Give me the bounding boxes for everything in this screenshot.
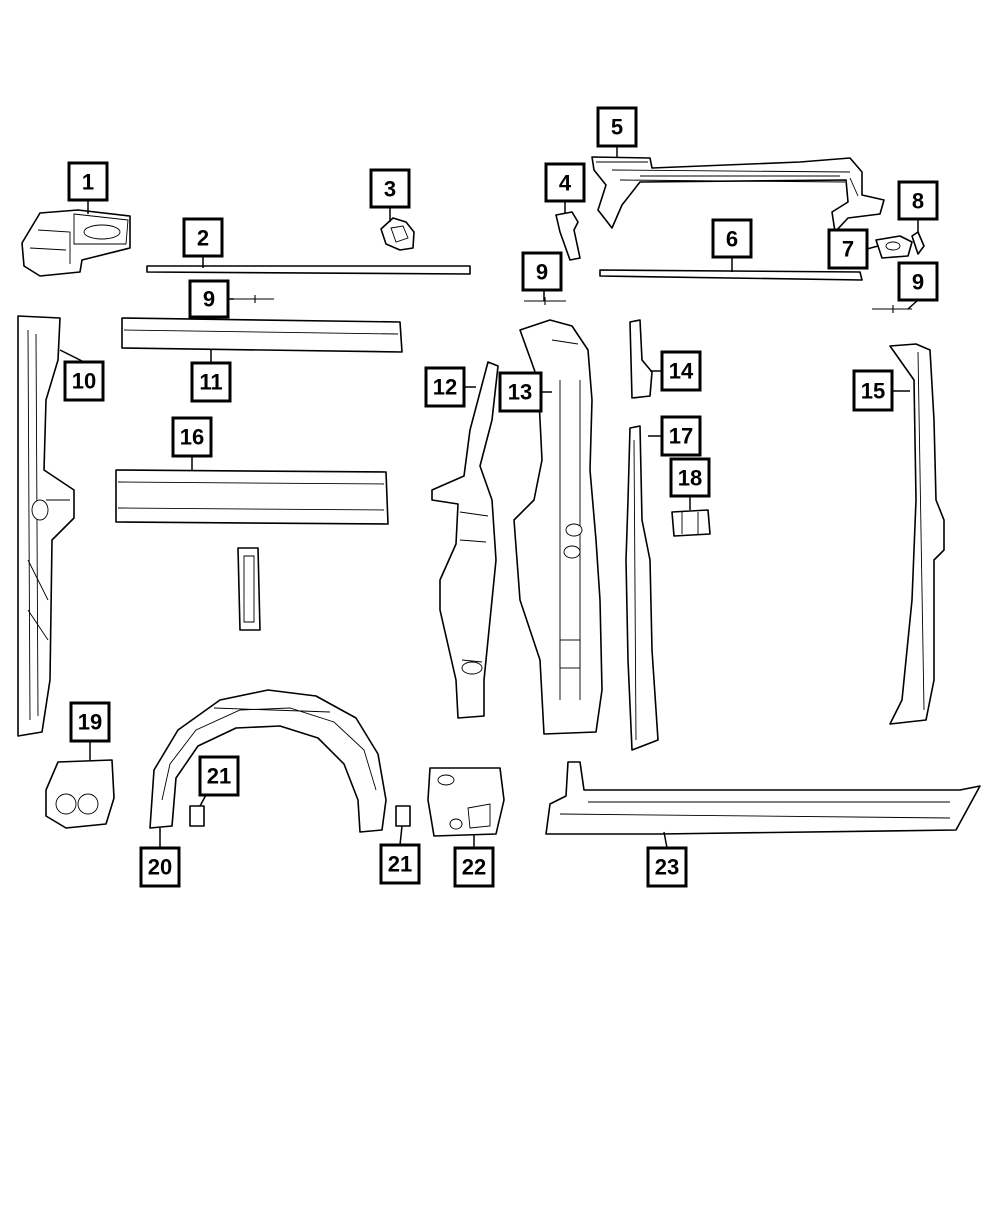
callout-9-right-label: 9 <box>912 270 924 295</box>
callout-7-label: 7 <box>842 237 854 262</box>
callout-19: 19 <box>69 701 111 743</box>
callout-22-label: 22 <box>462 855 486 880</box>
part-22-drawing <box>427 767 505 837</box>
part-18-drawing <box>671 509 711 537</box>
part-1-drawing <box>21 209 131 277</box>
callout-8: 8 <box>897 180 939 221</box>
callout-1: 1 <box>67 161 109 202</box>
callout-6-label: 6 <box>726 227 738 252</box>
part-10-drawing <box>17 315 75 737</box>
callout-8-label: 8 <box>912 189 924 214</box>
part-15-drawing <box>889 343 945 725</box>
callout-10: 10 <box>63 360 105 402</box>
part-13-drawing <box>513 319 603 735</box>
part-16-drawing <box>115 469 389 525</box>
callout-17: 17 <box>660 415 702 457</box>
callout-12-label: 12 <box>433 375 457 400</box>
part-3-drawing <box>380 217 415 251</box>
callout-20-label: 20 <box>148 855 172 880</box>
callout-9-left-label: 9 <box>203 287 215 312</box>
callout-7: 7 <box>827 228 869 270</box>
callout-6: 6 <box>711 218 753 259</box>
part-23-drawing <box>545 761 981 835</box>
callout-16-label: 16 <box>180 425 204 450</box>
callout-5: 5 <box>596 106 638 148</box>
callout-21-left: 21 <box>198 755 240 797</box>
callout-9-left: 9 <box>188 279 230 319</box>
callout-13: 13 <box>498 371 543 413</box>
callout-10-label: 10 <box>72 369 96 394</box>
callout-3: 3 <box>369 168 411 209</box>
callout-9-center-label: 9 <box>536 260 548 285</box>
callout-19-label: 19 <box>78 710 102 735</box>
callout-5-label: 5 <box>611 115 623 140</box>
part-8-drawing <box>911 231 925 255</box>
callout-4-label: 4 <box>559 171 572 196</box>
part-11-drawing <box>121 317 403 353</box>
callout-15: 15 <box>852 369 894 412</box>
part-19-drawing <box>45 759 115 829</box>
callout-2-label: 2 <box>197 226 209 251</box>
part-7-drawing <box>875 235 913 259</box>
callout-16: 16 <box>171 416 213 458</box>
callout-4: 4 <box>544 162 586 203</box>
reinforcement-drawing <box>237 547 261 631</box>
callout-14-label: 14 <box>669 359 694 384</box>
part-21-patch-drawings <box>189 805 411 827</box>
callout-2: 2 <box>182 217 224 258</box>
callout-11: 11 <box>190 361 232 403</box>
callout-11-label: 11 <box>199 370 222 395</box>
part-20-drawing <box>149 689 387 833</box>
part-6-drawing <box>599 269 863 281</box>
callout-18: 18 <box>669 457 711 498</box>
callout-14: 14 <box>660 350 702 392</box>
part-17-drawing <box>625 425 659 751</box>
part-2-drawing <box>146 265 471 275</box>
part-12-drawing <box>431 361 499 719</box>
callout-9-center: 9 <box>521 251 563 292</box>
callout-1-label: 1 <box>82 170 94 195</box>
callout-15-label: 15 <box>861 379 885 404</box>
callout-23-label: 23 <box>655 855 679 880</box>
part-9-fastener-drawings <box>234 295 912 313</box>
part-4-drawing <box>555 211 581 261</box>
callout-20: 20 <box>139 846 181 888</box>
callout-18-label: 18 <box>678 466 702 491</box>
callout-17-label: 17 <box>669 424 693 449</box>
callout-21-right: 21 <box>379 843 421 885</box>
callout-21-left-label: 21 <box>207 764 231 789</box>
callout-12: 12 <box>424 366 466 408</box>
callout-21-right-label: 21 <box>388 852 412 877</box>
callout-22: 22 <box>453 846 495 888</box>
part-14-drawing <box>629 319 653 399</box>
callout-23: 23 <box>646 846 688 888</box>
callout-3-label: 3 <box>384 177 396 202</box>
callout-9-right: 9 <box>897 261 939 302</box>
callout-13-label: 13 <box>508 380 532 405</box>
